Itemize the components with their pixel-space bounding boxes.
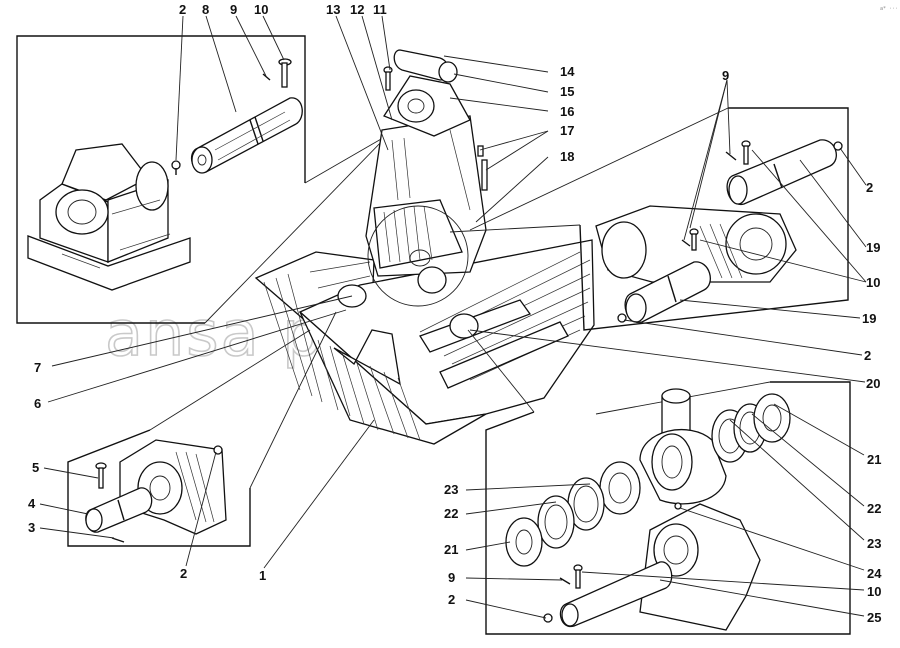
pin-25-drawing	[559, 561, 673, 628]
grab-assembly	[254, 15, 595, 445]
callout-15: 15	[560, 84, 574, 99]
detail-panel-bottom-right	[465, 329, 865, 635]
callout-10-bottom: 10	[867, 584, 881, 599]
callout-8: 8	[202, 2, 209, 17]
callout-21-left: 21	[444, 542, 458, 557]
detail-panel-right	[449, 79, 867, 383]
callout-7: 7	[34, 360, 41, 375]
callout-17: 17	[560, 123, 574, 138]
bolt-10-bottom-drawing	[573, 564, 583, 589]
callout-9: 9	[230, 2, 237, 17]
nipples-17-drawing	[477, 145, 488, 191]
callout-22-left: 22	[444, 506, 458, 521]
callout-19-upper: 19	[866, 240, 880, 255]
callout-16: 16	[560, 104, 574, 119]
callout-1: 1	[259, 568, 266, 583]
bolt-11-drawing	[383, 66, 393, 91]
callout-21-right: 21	[867, 452, 881, 467]
callout-20: 20	[866, 376, 880, 391]
callout-12: 12	[350, 2, 364, 17]
nipple-2-drawing	[171, 160, 181, 175]
callout-24: 24	[867, 566, 882, 581]
callout-2: 2	[179, 2, 186, 17]
callout-14: 14	[560, 64, 575, 79]
callout-6: 6	[34, 396, 41, 411]
callout-9-right: 9	[722, 68, 729, 83]
detail-panel-top-left	[16, 15, 389, 324]
callout-labels: 2 8 9 10 13 12 11 14 15 16 17 18 9 2 19 …	[28, 2, 882, 625]
bolt-5-drawing	[95, 462, 107, 489]
cotter-9-drawing	[262, 73, 271, 81]
callout-5: 5	[32, 460, 39, 475]
bushing-15-drawing	[438, 61, 458, 83]
callout-10: 10	[254, 2, 268, 17]
callout-10-right: 10	[866, 275, 880, 290]
bolt-10-drawing	[278, 58, 292, 88]
ring-21-lower-drawing	[505, 517, 543, 567]
callout-11: 11	[373, 2, 387, 17]
pin-19-upper-drawing	[726, 139, 837, 205]
callout-4: 4	[28, 496, 36, 511]
callout-23-right: 23	[867, 536, 881, 551]
bearing-drawing	[599, 461, 641, 515]
callout-19-lower: 19	[862, 311, 876, 326]
pin-20-drawing	[449, 313, 479, 339]
callout-13: 13	[326, 2, 340, 17]
callout-25: 25	[867, 610, 881, 625]
corner-mark: a* ···	[880, 6, 898, 12]
bolts-10-right-drawing	[689, 140, 751, 251]
detail-panel-bottom-left	[39, 295, 375, 569]
pin-8-drawing	[190, 97, 303, 174]
callout-9-bottom: 9	[448, 570, 455, 585]
callout-2-bottom-left: 2	[180, 566, 187, 581]
callout-3: 3	[28, 520, 35, 535]
callout-23-left: 23	[444, 482, 458, 497]
callout-2-right: 2	[866, 180, 873, 195]
ring-22-lower-drawing	[537, 495, 575, 549]
callout-18: 18	[560, 149, 574, 164]
callout-22-right: 22	[867, 501, 881, 516]
callout-2-right-lower: 2	[864, 348, 871, 363]
cotter-3-drawing	[111, 537, 125, 543]
ring-21-upper-drawing	[753, 393, 791, 443]
callout-2-bottom: 2	[448, 592, 455, 607]
detail-circle	[367, 205, 469, 307]
